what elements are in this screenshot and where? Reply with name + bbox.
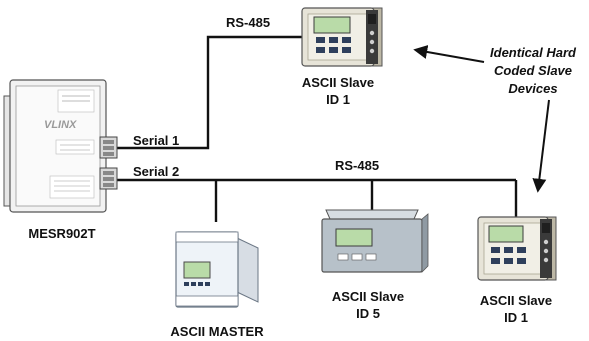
slave-right-label-line2: ID 1 <box>504 310 528 325</box>
vlinx-logo: VLINX <box>44 119 77 131</box>
wiring <box>117 35 518 222</box>
master-label: ASCII MASTER <box>170 324 264 339</box>
slave-right-label-line1: ASCII Slave <box>480 293 552 308</box>
annotation-line-2: Coded Slave <box>494 63 572 78</box>
annotation-line-1: Identical Hard <box>490 45 577 60</box>
serial2-label: Serial 2 <box>133 164 179 179</box>
ascii-master-device <box>175 231 259 308</box>
slave-top-label-line1: ASCII Slave <box>302 75 374 90</box>
ascii-slave-right-device <box>477 216 557 281</box>
scale-label-line2: ID 5 <box>356 306 380 321</box>
annotation-line-3: Devices <box>508 81 557 96</box>
lower-bus-label: RS-485 <box>335 158 379 173</box>
mesr902t-device: VLINX <box>3 79 118 213</box>
slave-top-label-line2: ID 1 <box>326 92 350 107</box>
serial1-label: Serial 1 <box>133 133 179 148</box>
annotation-arrow-to-right-slave <box>532 99 550 193</box>
serial1-bus-line <box>117 35 302 150</box>
ascii-slave-scale-device <box>321 209 429 273</box>
annotation-arrow-to-top-slave <box>413 45 485 63</box>
gateway-name-label: MESR902T <box>28 226 95 241</box>
ascii-slave-top-device <box>301 7 383 67</box>
scale-label-line1: ASCII Slave <box>332 289 404 304</box>
upper-bus-label: RS-485 <box>226 15 270 30</box>
